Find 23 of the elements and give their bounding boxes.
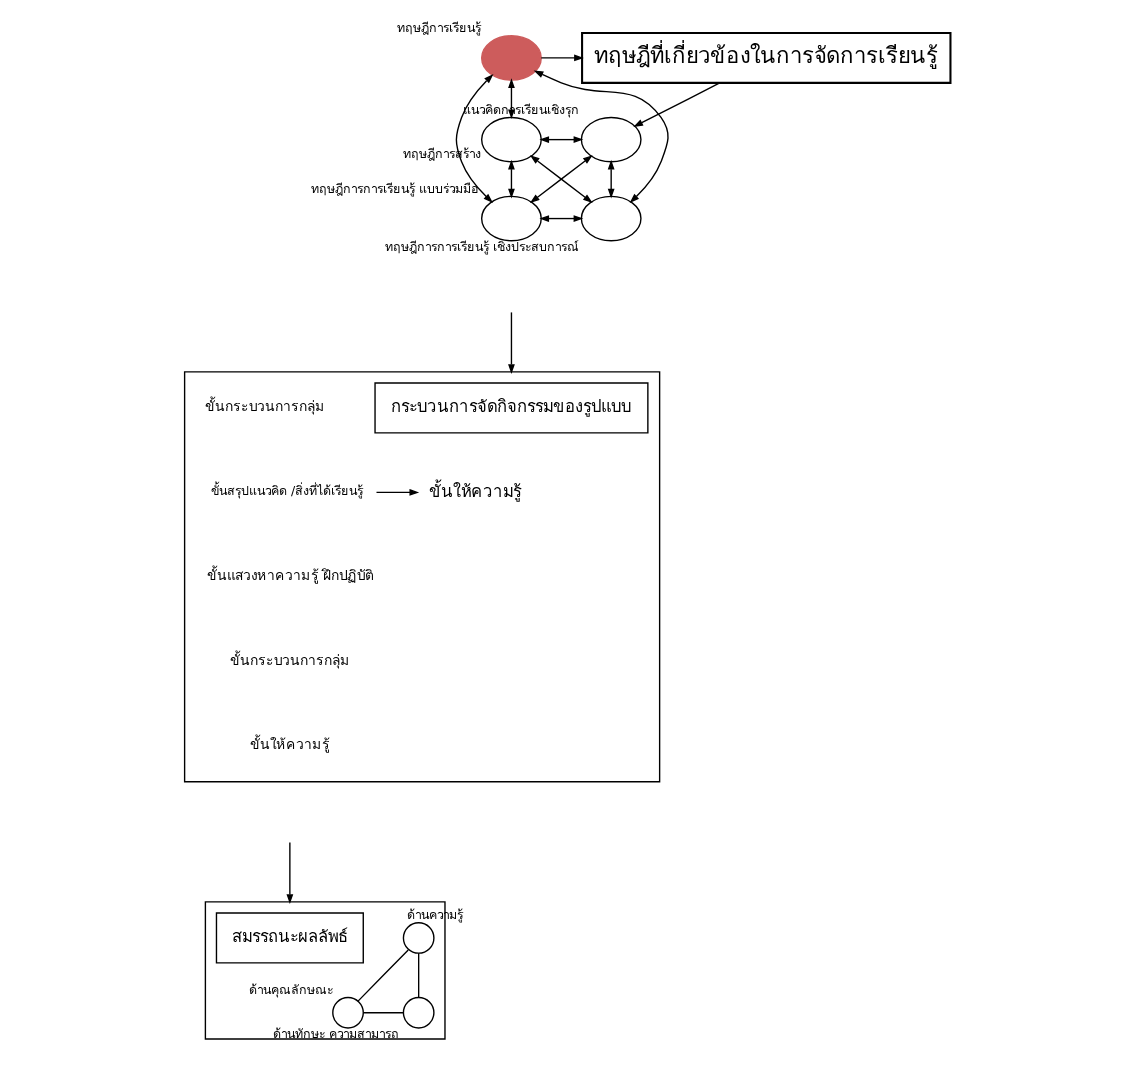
arrow <box>285 841 293 904</box>
connector <box>356 949 408 1002</box>
arrow <box>454 73 493 203</box>
arrow <box>606 159 614 199</box>
node-box: สมรรถนะผลลัพธ์ <box>214 912 363 964</box>
connector <box>361 1012 403 1014</box>
node-circle <box>401 996 434 1029</box>
node-box: ทฤษฎีที่เกี่ยวข้องในการจัดการเรียนรู้ <box>580 31 951 84</box>
node-circle <box>331 996 363 1029</box>
connector <box>416 952 419 998</box>
arrow <box>539 54 583 62</box>
node-circle <box>401 922 434 954</box>
node-text: ขั้นให้ความรู้ <box>428 480 521 501</box>
arrow <box>632 82 720 127</box>
arrow <box>538 215 583 222</box>
arrow <box>528 155 592 204</box>
arrow <box>507 159 514 199</box>
arrow <box>507 311 514 374</box>
cluster <box>182 371 660 783</box>
node-box: กระบวนการจัดกิจกรรมของรูปแบบ <box>373 382 648 434</box>
arrow <box>532 70 668 203</box>
arrow <box>374 488 419 496</box>
arrow <box>538 136 583 143</box>
